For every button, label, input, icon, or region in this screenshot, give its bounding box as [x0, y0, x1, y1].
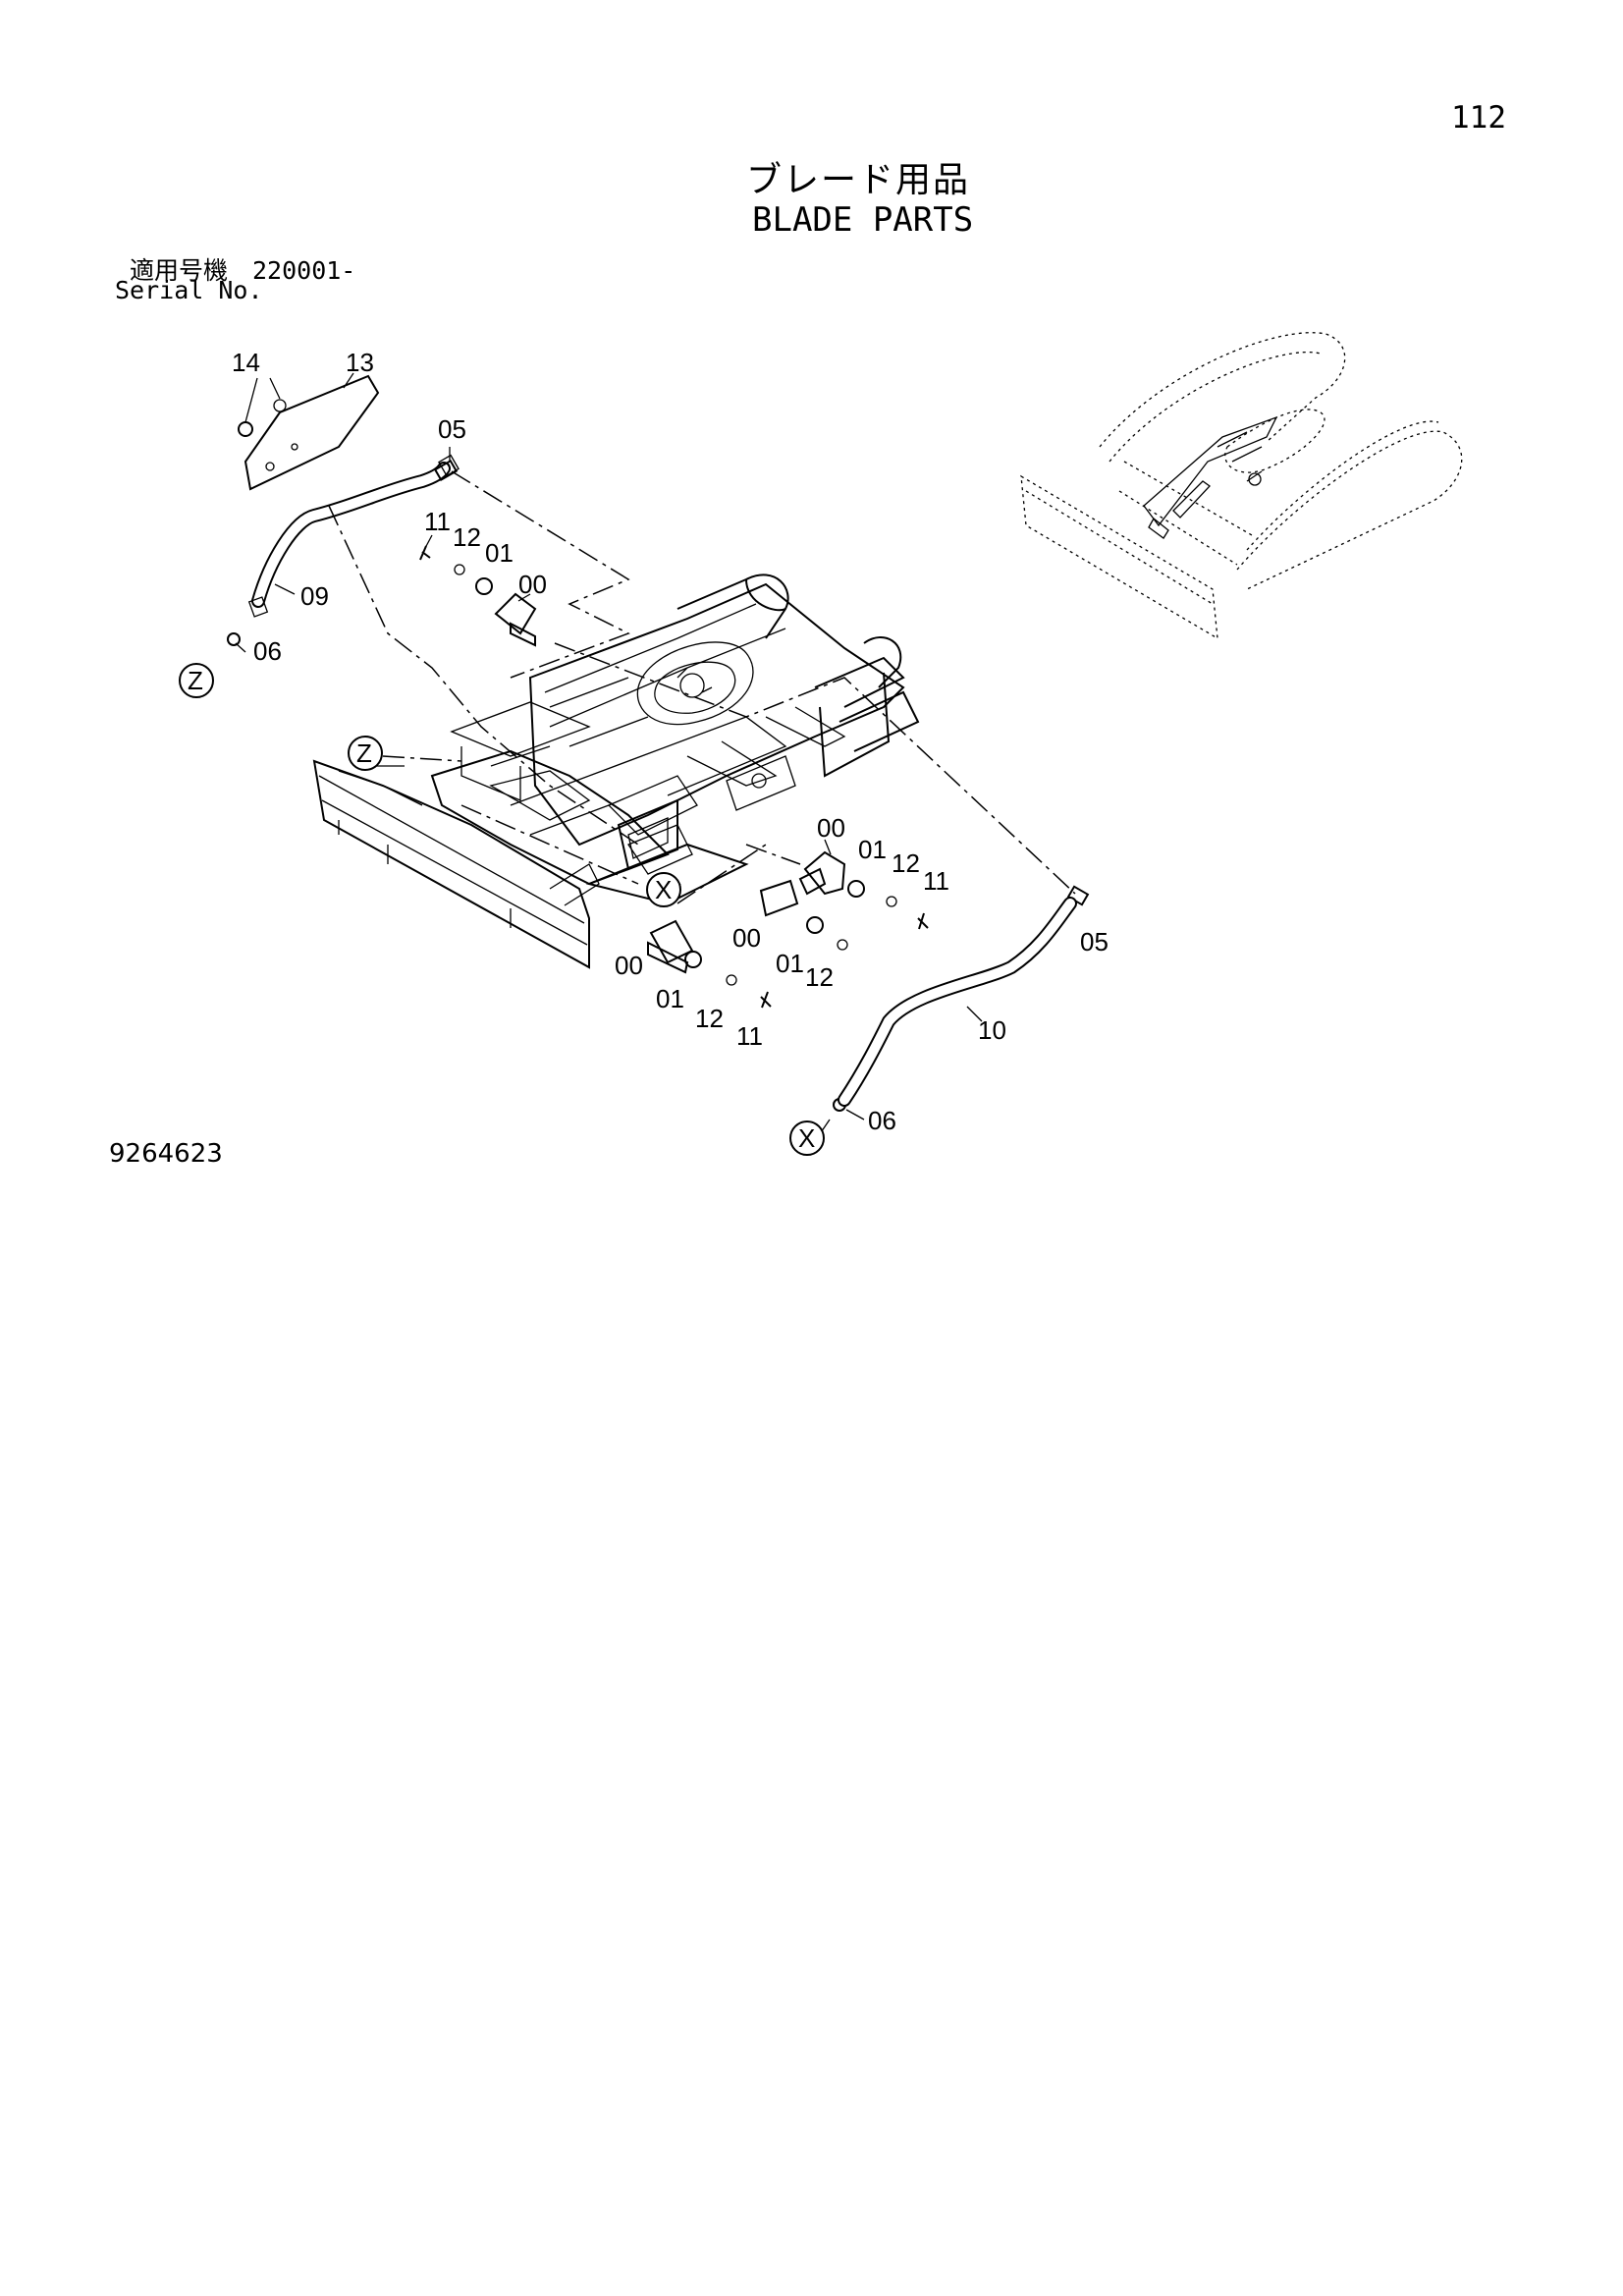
hose-09	[247, 454, 460, 618]
callout-11-right: 11	[923, 866, 949, 896]
callout-01-right: 01	[858, 835, 887, 864]
callout-14: 14	[232, 348, 260, 377]
reference-x-circle-lower	[789, 1121, 825, 1156]
reference-x-lower: X	[798, 1123, 815, 1153]
callout-09: 09	[300, 581, 329, 611]
reference-x-circle-upper	[646, 872, 681, 907]
reference-z-circle-upper	[179, 663, 214, 698]
hose-10	[838, 897, 1077, 1107]
cover-plate-13	[243, 374, 380, 491]
callout-12-right: 12	[892, 848, 920, 878]
callout-13: 13	[346, 348, 374, 377]
serial-label-english: Serial No.	[115, 276, 263, 304]
machine-overview-inset	[1020, 332, 1463, 640]
callout-00-right: 00	[817, 813, 845, 843]
track-frame	[430, 574, 920, 905]
callout-05-upper: 05	[438, 414, 466, 444]
callout-00-lower: 00	[615, 951, 643, 980]
callout-00-upper: 00	[518, 570, 547, 599]
callout-12-upper: 12	[453, 522, 481, 552]
reference-z-circle-lower	[348, 736, 383, 771]
callout-01-lower: 01	[656, 984, 684, 1013]
leader-lines	[235, 372, 983, 1142]
callout-06-upper: 06	[253, 636, 282, 666]
page-number: 112	[1451, 100, 1506, 136]
dozer-blade	[312, 759, 600, 969]
callout-12-middle: 12	[805, 962, 834, 992]
callout-01-middle: 01	[776, 949, 804, 978]
callout-11-lower: 11	[736, 1021, 763, 1051]
reference-z-upper: Z	[188, 666, 203, 695]
callout-labels: 14 13 05 11 12 01 00 09 06 Z Z 00 01 12 …	[179, 348, 1109, 1156]
reference-z-lower: Z	[356, 738, 372, 768]
callout-01-upper: 01	[485, 538, 514, 568]
drawing-number: 9264623	[109, 1139, 223, 1169]
callout-00-middle: 00	[732, 923, 761, 953]
callout-11-upper: 11	[424, 507, 451, 536]
page-title-japanese: ブレード用品	[746, 160, 971, 200]
routing-lines	[328, 470, 1076, 904]
callout-10: 10	[978, 1015, 1006, 1045]
callout-05-lower: 05	[1080, 927, 1109, 957]
reference-x-upper: X	[655, 875, 672, 904]
page-title-english: BLADE PARTS	[752, 200, 974, 240]
callout-12-lower: 12	[695, 1004, 724, 1033]
serial-range-japanese: 適用号機 220001-	[130, 256, 356, 285]
callout-06-lower: 06	[868, 1106, 896, 1135]
